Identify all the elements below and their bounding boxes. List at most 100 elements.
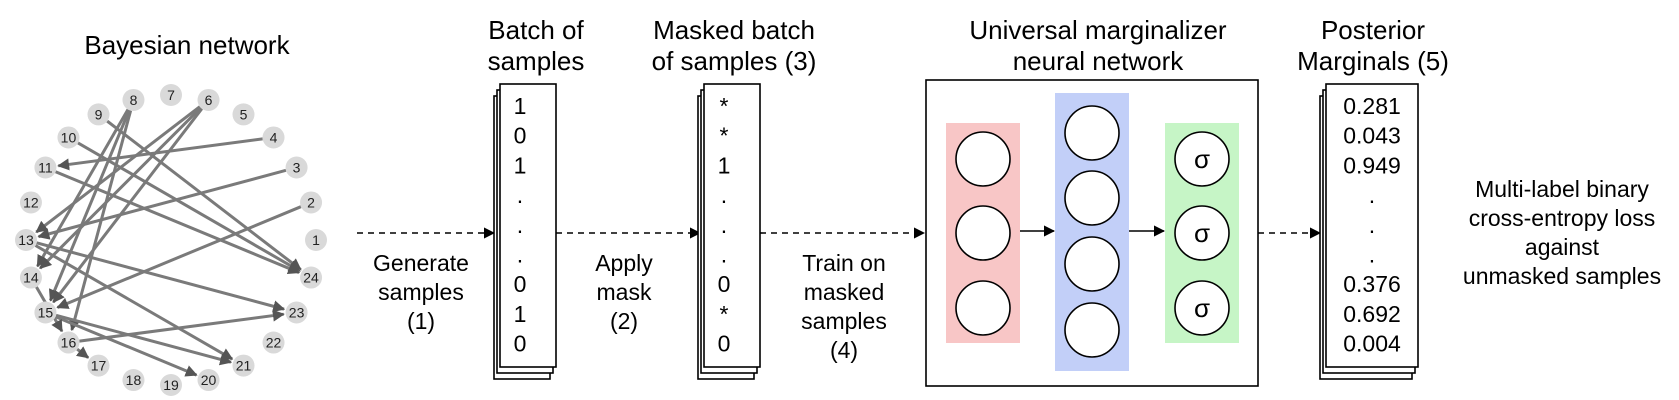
masked-value: 0 <box>718 271 731 297</box>
bayes-node-circle <box>87 354 110 377</box>
train-line-1: Train on <box>802 250 886 276</box>
masked-value: * <box>720 123 729 149</box>
bayes-node-circle <box>87 103 110 126</box>
bayes-node-circle <box>232 354 255 377</box>
batch-values: 101...010 <box>514 93 527 357</box>
bayes-node-circle <box>57 331 80 354</box>
bayes-edge <box>35 105 201 234</box>
bayes-node-label: 9 <box>95 106 103 122</box>
batch-title-1: Batch of <box>488 15 584 45</box>
bayes-node: 22 <box>262 331 285 354</box>
input-neuron <box>955 205 1011 261</box>
bayes-node: 3 <box>285 156 308 179</box>
bayes-edge <box>77 141 301 273</box>
bayes-node-label: 2 <box>307 194 315 210</box>
masked-value: * <box>720 93 729 119</box>
bayes-node-circle <box>232 103 255 126</box>
bayes-edge <box>106 119 302 271</box>
bayes-node-label: 20 <box>201 372 217 388</box>
bayes-node-label: 11 <box>38 160 53 176</box>
bayes-node: 6 <box>197 88 220 111</box>
batch-value: . <box>517 242 523 268</box>
bayes-node: 19 <box>160 374 182 396</box>
sigma-label: σ <box>1194 144 1210 174</box>
bayes-node-circle <box>19 266 42 289</box>
batch-value: 0 <box>514 271 527 297</box>
bayes-node-circle <box>300 266 323 289</box>
bayes-node-circle <box>19 191 42 214</box>
bayes-node-circle <box>197 369 220 392</box>
bayes-node-circle <box>34 301 57 324</box>
bayes-node: 15 <box>34 301 57 324</box>
bayes-node-circle <box>197 88 220 111</box>
bayes-node-circle <box>57 126 80 149</box>
bayes-node-circle <box>262 126 285 149</box>
input-neuron <box>955 280 1011 336</box>
posterior-value: . <box>1369 242 1375 268</box>
bayes-node: 17 <box>87 354 110 377</box>
bayes-node-label: 10 <box>61 129 77 145</box>
bayes-node: 8 <box>122 88 145 111</box>
hidden-neuron <box>1064 105 1120 161</box>
bayes-node-label: 13 <box>18 232 34 248</box>
bayes-node-label: 16 <box>61 335 77 351</box>
masked-value: . <box>721 212 727 238</box>
loss-description: Multi-label binary cross-entropy loss ag… <box>1463 176 1661 289</box>
bayes-node: 13 <box>15 229 37 251</box>
train-line-3: samples <box>801 308 887 334</box>
bayes-edges <box>34 105 302 377</box>
masked-value: . <box>721 242 727 268</box>
batch-value: . <box>517 182 523 208</box>
bayes-edge <box>55 315 198 377</box>
masked-batch: Masked batch of samples (3) **1...0*0 <box>652 15 816 380</box>
loss-line-1: Multi-label binary <box>1475 176 1649 202</box>
batch-value: 0 <box>514 123 527 149</box>
bayes-node: 20 <box>197 369 220 392</box>
train-line-4: (4) <box>830 337 858 363</box>
bayes-node: 9 <box>87 103 110 126</box>
bayes-node: 1 <box>305 229 327 251</box>
output-neuron <box>1174 280 1230 336</box>
bayes-node-label: 19 <box>163 377 179 393</box>
posterior-value: 0.949 <box>1343 152 1401 178</box>
neural-network: Universal marginalizer neural network σ … <box>925 15 1259 387</box>
bayes-node: 4 <box>262 126 285 149</box>
bayes-edge <box>37 168 287 240</box>
hidden-neuron <box>1064 302 1120 358</box>
masked-value: 1 <box>718 152 731 178</box>
batch-of-samples: Batch of samples 101...010 <box>488 15 585 380</box>
bayes-node-circle <box>285 156 308 179</box>
mask-line-2: mask <box>597 279 652 305</box>
bayes-node: 18 <box>122 369 145 392</box>
mask-line-1: Apply <box>595 250 653 276</box>
bayes-node-label: 1 <box>312 232 320 248</box>
masked-values: * * 1... 0 * 0 <box>718 93 731 357</box>
bayes-node-label: 12 <box>23 194 39 210</box>
posterior-value: . <box>1369 212 1375 238</box>
batch-title-2: samples <box>488 46 585 76</box>
masked-title-1: Masked batch <box>653 15 815 45</box>
bayes-node: 5 <box>232 103 255 126</box>
bayes-node-label: 15 <box>38 305 54 321</box>
masked-value: 0 <box>718 331 731 357</box>
bayes-node-label: 22 <box>266 335 282 351</box>
posterior-value: 0.281 <box>1343 93 1401 119</box>
batch-value: 1 <box>514 93 527 119</box>
bayes-edge <box>56 205 302 309</box>
bayes-edge <box>36 108 130 268</box>
sigma-label: σ <box>1194 293 1210 323</box>
posterior-value: 0.043 <box>1343 123 1401 149</box>
loss-line-2: cross-entropy loss <box>1469 205 1656 231</box>
generate-line-3: (1) <box>407 308 435 334</box>
bayes-node-label: 21 <box>236 358 252 374</box>
bayes-edge <box>79 309 285 343</box>
masked-value: . <box>721 182 727 208</box>
bayes-node-label: 14 <box>23 270 39 286</box>
bayes-node-label: 3 <box>293 160 301 176</box>
sigma-label: σ <box>1194 218 1210 248</box>
output-neuron <box>1174 131 1230 187</box>
loss-line-4: unmasked samples <box>1463 263 1661 289</box>
masked-value: * <box>720 301 729 327</box>
bayes-edge <box>39 106 202 270</box>
